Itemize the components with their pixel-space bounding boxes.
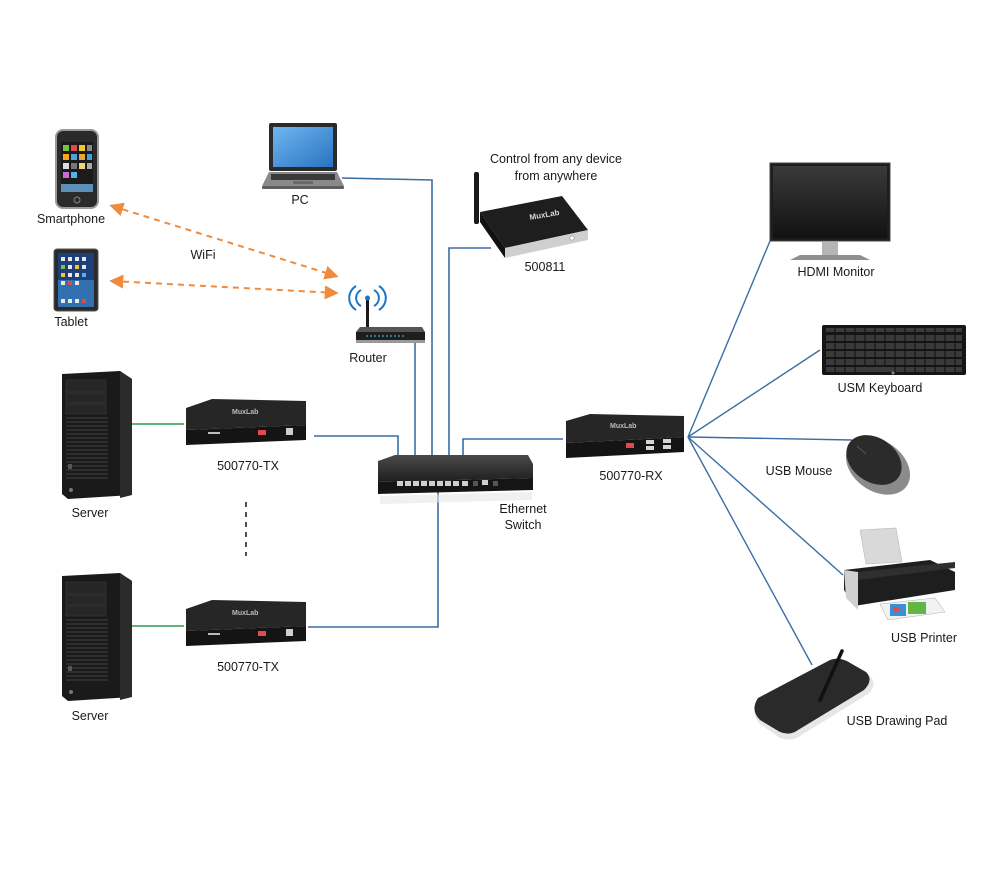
laptop-icon [262, 123, 344, 189]
edge-tx2-switch [308, 485, 439, 628]
printer-label: USB Printer [891, 631, 957, 645]
edge-tablet-router [109, 274, 339, 300]
controller-label: 500811 [524, 260, 566, 274]
edge-smartphone-router [109, 202, 339, 280]
kvm-transmitter-icon: MuxLab [186, 399, 306, 445]
edge-rx-keyboard [687, 349, 821, 438]
server-tower-icon [62, 573, 132, 701]
router-label: Router [349, 351, 387, 365]
tablet-label: Tablet [54, 315, 88, 329]
tx2-label: 500770-TX [217, 660, 279, 674]
server-tower-icon [62, 371, 132, 499]
svg-text:MuxLab: MuxLab [232, 610, 258, 617]
edge-switch-rx [462, 438, 563, 462]
kvm-receiver-icon: MuxLab [566, 414, 684, 458]
switch-label-line1: Ethernet [499, 502, 547, 516]
mouse-label: USB Mouse [765, 464, 833, 478]
svg-text:MuxLab: MuxLab [610, 423, 636, 430]
edge-pc-switch [341, 177, 433, 462]
tablet-icon [53, 248, 99, 312]
svg-text:MuxLab: MuxLab [232, 409, 258, 416]
pc-label: PC [291, 193, 309, 207]
wifi-label: WiFi [190, 248, 216, 262]
network-controller-icon: MuxLab [474, 172, 588, 258]
controller-caption-line2: from anywhere [514, 169, 598, 183]
server1-label: Server [71, 506, 109, 520]
monitor-label: HDMI Monitor [797, 265, 875, 279]
wifi-router-icon [348, 285, 425, 343]
printer-icon [844, 527, 955, 621]
edge-rx-monitor [687, 240, 771, 438]
rx-label: 500770-RX [599, 469, 663, 483]
edge-rx-drawing-pad [687, 436, 813, 666]
edge-controller-switch [448, 247, 491, 462]
keyboard-label: USM Keyboard [837, 381, 923, 395]
mouse-icon [845, 435, 911, 495]
ethernet-switch-icon [378, 455, 533, 504]
smartphone-label: Smartphone [36, 212, 106, 226]
monitor-icon [769, 162, 891, 260]
smartphone-icon [55, 129, 99, 209]
controller-caption-line1: Control from any device [489, 152, 623, 166]
tx1-label: 500770-TX [217, 459, 279, 473]
edge-rx-mouse [687, 436, 853, 441]
switch-label-line2: Switch [504, 518, 542, 532]
keyboard-icon [822, 325, 966, 375]
server2-label: Server [71, 709, 109, 723]
edge-rx-printer [687, 436, 844, 576]
edge-tx1-switch [314, 435, 399, 462]
drawing-tablet-icon [754, 649, 874, 740]
kvm-transmitter-icon: MuxLab [186, 600, 306, 646]
drawing-pad-label: USB Drawing Pad [846, 714, 948, 728]
